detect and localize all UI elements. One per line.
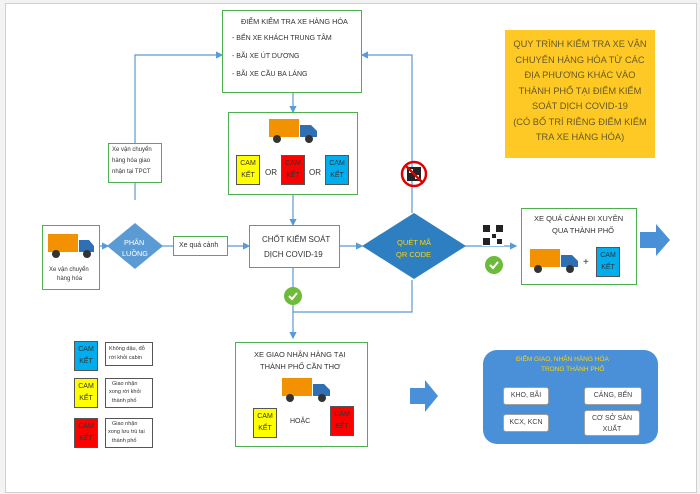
process-title-line: QUY TRÌNH KIỂM TRA XE VẬN — [513, 39, 647, 49]
delivery-arrow — [410, 380, 438, 412]
delivery-box-title: THÀNH PHỐ CẦN THƠ — [260, 362, 341, 371]
city-truck-label: nhận tại TPCT — [112, 169, 151, 175]
control-point-label: CHỐT KIỂM SOÁT — [262, 235, 331, 244]
legend-item: Giao nhận xong rời khỏi thành phố — [105, 378, 153, 408]
start-truck-box: Xe vận chuyển hàng hóa — [42, 225, 100, 290]
truck-icon — [282, 378, 330, 402]
point-cang-ben: CẢNG, BẾN — [584, 387, 642, 405]
point-kcx-kcn: KCX, KCN — [503, 414, 549, 432]
checkpoint-title: ĐIỂM KIỂM TRA XE HÀNG HÓA — [241, 17, 348, 26]
truck-icon — [269, 119, 317, 143]
check-icon — [485, 256, 503, 274]
checkpoint-item: - BÃI XE ÚT DƯƠNG — [232, 53, 300, 60]
process-title-line: (CÓ BỐ TRÍ RIÊNG ĐIỂM KIỂM — [513, 116, 647, 127]
process-title-line: ĐỊA PHƯƠNG KHÁC VÀO — [524, 70, 636, 80]
delivery-box-title: XE GIAO NHẬN HÀNG TẠI — [254, 350, 346, 359]
city-truck-label: hàng hóa giao — [112, 158, 151, 164]
point-kho-bai: KHO, BÃI — [503, 387, 549, 405]
city-truck-label-box: Xe vận chuyển hàng hóa giao nhận tại TPC… — [108, 143, 162, 183]
transit-box: XE QUÁ CẢNH ĐI XUYÊN QUA THÀNH PHỐ + CAM… — [521, 208, 637, 285]
transit-box-title: QUA THÀNH PHỐ — [552, 226, 614, 235]
check-icon — [284, 287, 302, 305]
or-label: OR — [265, 168, 277, 177]
delivery-points-panel: ĐIỂM GIAO, NHẬN HÀNG HÓA TRONG THÀNH PHỐ… — [483, 350, 658, 444]
checkpoint-box: ĐIỂM KIỂM TRA XE HÀNG HÓA - BẾN XE KHÁCH… — [222, 10, 362, 93]
delivery-points-title: ĐIỂM GIAO, NHẬN HÀNG HÓA — [516, 356, 609, 363]
scan-qr-diamond — [362, 213, 466, 279]
legend-item: Giao nhận xong lưu trú tại thành phố — [105, 418, 153, 448]
scan-qr-label: QR CODE — [396, 250, 432, 259]
process-title-box: QUY TRÌNH KIỂM TRA XE VẬN CHUYỂN HÀNG HÓ… — [505, 30, 655, 158]
city-truck-label: Xe vận chuyển — [112, 147, 152, 153]
phan-luong-label: LUỒNG — [122, 249, 148, 258]
process-title-line: TRA XE HÀNG HÓA) — [535, 132, 625, 142]
process-title-line: CHUYỂN HÀNG HÓA TỪ CÁC — [515, 54, 645, 65]
legend-item: Không dậu, đỗ rời khỏi cabin — [105, 342, 153, 366]
transit-label-box: Xe quá cảnh — [173, 236, 228, 256]
process-title-line: THÀNH PHỐ TẠI ĐIỂM KIỂM — [518, 85, 642, 96]
no-qr-icon — [400, 160, 428, 188]
checkpoint-item: - BÃI XE CẦU BA LÁNG — [232, 71, 308, 78]
scan-qr-label: QUÉT MÃ — [397, 238, 432, 247]
truck-icon — [48, 234, 94, 258]
qr-code-icon — [482, 224, 504, 246]
control-point-label: DỊCH COVID-19 — [264, 250, 323, 259]
checkpoint-item: - BẾN XE KHÁCH TRUNG TÂM — [232, 35, 332, 42]
start-truck-label: hàng hóa — [57, 276, 83, 282]
truck-icon — [530, 249, 578, 273]
phan-luong-diamond — [107, 223, 163, 269]
control-point-box: CHỐT KIỂM SOÁT DỊCH COVID-19 — [249, 225, 340, 268]
process-title-line: SOÁT DỊCH COVID-19 — [532, 101, 628, 111]
transit-label: Xe quá cảnh — [179, 242, 219, 249]
hoac-label: HOẶC — [290, 418, 311, 425]
delivery-box: XE GIAO NHẬN HÀNG TẠI THÀNH PHỐ CẦN THƠ … — [235, 342, 368, 447]
point-co-so-san-xuat: CƠ SỞ SẢN XUẤT — [584, 410, 640, 436]
exit-arrow — [640, 224, 670, 256]
plus-label: + — [583, 257, 589, 268]
transit-box-title: XE QUÁ CẢNH ĐI XUYÊN — [534, 214, 624, 223]
delivery-points-title: TRONG THÀNH PHỐ — [541, 366, 605, 373]
phan-luong-label: PHÂN — [124, 238, 145, 247]
start-truck-label: Xe vận chuyển — [49, 267, 89, 273]
or-label: OR — [309, 168, 321, 177]
